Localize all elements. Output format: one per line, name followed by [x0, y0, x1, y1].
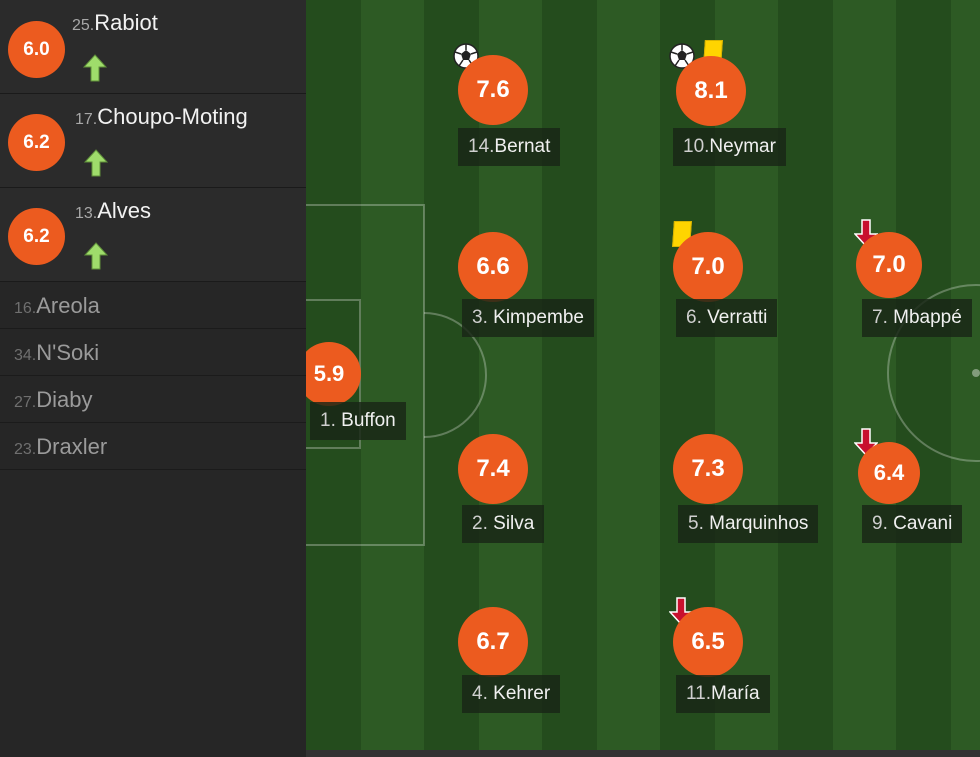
player-number: 27.: [14, 394, 37, 411]
player-nameplate: 2. Silva: [462, 505, 545, 543]
substitute-row-rabiot[interactable]: 6.0 25.Rabiot: [0, 0, 306, 94]
player-name: Areola: [36, 293, 100, 318]
sub-in-arrow-icon: [84, 242, 108, 270]
player-nameplate: 14.Bernat: [458, 128, 561, 166]
player-name: Kehrer: [493, 683, 551, 704]
player-name: Neymar: [709, 136, 776, 157]
bench-row-draxler[interactable]: 23.Draxler: [0, 423, 306, 470]
player-label: 16.Areola: [14, 293, 100, 319]
sub-in-arrow-icon: [84, 149, 108, 177]
player-nameplate: 6. Verratti: [676, 299, 778, 337]
player-number: 4.: [472, 683, 488, 704]
ball-icon: [669, 43, 695, 69]
sub-in-arrow-icon: [83, 54, 107, 82]
player-label: 25.Rabiot: [72, 10, 158, 36]
player-number: 10.: [683, 136, 710, 157]
player-name: Marquinhos: [709, 513, 809, 534]
player-nameplate: 3. Kimpembe: [462, 299, 594, 337]
player-number: 16.: [14, 300, 37, 317]
player-number: 7.: [872, 307, 888, 328]
player-nameplate: 7. Mbappé: [862, 299, 972, 337]
player-name: Rabiot: [94, 10, 158, 35]
player-rating: 6.2: [8, 208, 65, 265]
player-rating: 7.0: [856, 232, 922, 298]
player-number: 1.: [320, 410, 336, 431]
player-number: 9.: [872, 513, 888, 534]
player-rating: 6.0: [8, 21, 65, 78]
player-number: 17.: [75, 111, 98, 128]
player-name: Bernat: [494, 136, 551, 157]
player-name: N'Soki: [36, 340, 100, 365]
player-nameplate: 1. Buffon: [310, 402, 406, 440]
player-rating: 7.6: [458, 55, 528, 125]
bench-row-areola[interactable]: 16.Areola: [0, 282, 306, 329]
player-label: 13.Alves: [75, 198, 151, 224]
player-nameplate: 11.María: [676, 675, 770, 713]
player-number: 5.: [688, 513, 704, 534]
player-name: Diaby: [36, 387, 93, 412]
player-name: María: [711, 683, 760, 704]
player-rating: 6.2: [8, 114, 65, 171]
player-number: 2.: [472, 513, 488, 534]
player-rating: 6.5: [673, 607, 743, 677]
player-nameplate: 10.Neymar: [673, 128, 786, 166]
player-rating: 6.7: [458, 607, 528, 677]
player-name: Silva: [493, 513, 535, 534]
player-rating: 6.6: [458, 232, 528, 302]
player-name: Cavani: [893, 513, 953, 534]
player-name: Draxler: [36, 434, 108, 459]
pitch: 5.9 1. Buffon 7.6 14.Bernat 8.1 10.Neyma…: [306, 0, 980, 750]
player-name: Buffon: [341, 410, 396, 431]
player-rating: 6.4: [858, 442, 920, 504]
player-number: 25.: [72, 17, 95, 34]
player-number: 14.: [468, 136, 495, 157]
player-name: Alves: [97, 198, 152, 223]
player-label: 27.Diaby: [14, 387, 93, 413]
player-number: 6.: [686, 307, 702, 328]
player-name: Kimpembe: [493, 307, 584, 328]
player-nameplate: 5. Marquinhos: [678, 505, 819, 543]
player-label: 34.N'Soki: [14, 340, 99, 366]
player-rating: 7.3: [673, 434, 743, 504]
substitute-row-choupo-moting[interactable]: 6.2 17.Choupo-Moting: [0, 94, 306, 188]
player-label: 23.Draxler: [14, 434, 107, 460]
bench-row-diaby[interactable]: 27.Diaby: [0, 376, 306, 423]
player-number: 34.: [14, 347, 37, 364]
player-nameplate: 9. Cavani: [862, 505, 963, 543]
bench-row-nsoki[interactable]: 34.N'Soki: [0, 329, 306, 376]
pitch-markings: [306, 204, 980, 546]
substitute-row-alves[interactable]: 6.2 13.Alves: [0, 188, 306, 282]
player-label: 17.Choupo-Moting: [75, 104, 248, 130]
player-name: Choupo-Moting: [97, 104, 248, 129]
lineup-sidebar: 6.0 25.Rabiot 6.2 17.Choupo-Moting 6.2 1…: [0, 0, 306, 757]
player-number: 11.: [686, 683, 712, 704]
player-rating: 5.9: [306, 342, 361, 406]
bottom-scrollbar[interactable]: [306, 750, 980, 757]
player-number: 13.: [75, 205, 98, 222]
player-nameplate: 4. Kehrer: [462, 675, 561, 713]
player-rating: 7.0: [673, 232, 743, 302]
player-name: Mbappé: [893, 307, 962, 328]
player-number: 3.: [472, 307, 488, 328]
player-rating: 7.4: [458, 434, 528, 504]
player-name: Verratti: [707, 307, 768, 328]
player-rating: 8.1: [676, 56, 746, 126]
player-number: 23.: [14, 441, 37, 458]
